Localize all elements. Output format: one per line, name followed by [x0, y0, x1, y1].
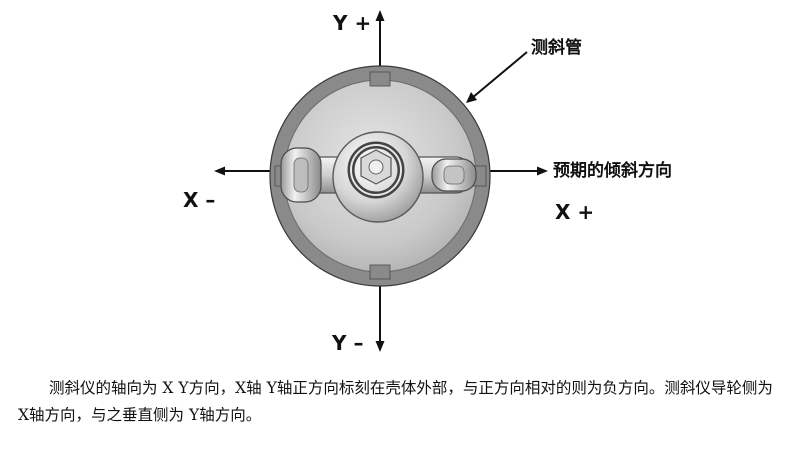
- bottom-guide-groove: [369, 264, 391, 280]
- center-bolt: [368, 159, 384, 175]
- y-minus-label: Y –: [332, 331, 364, 355]
- probe-assembly: [280, 131, 477, 223]
- tube-label: 测斜管: [531, 38, 582, 58]
- caption: 测斜仪的轴向为 X Y方向，X轴 Y轴正方向标刻在壳体外部，与正方向相对的则为负…: [18, 375, 776, 429]
- x-plus-label: X +: [555, 200, 595, 224]
- tube-leader: [466, 51, 528, 103]
- y-plus-arrowhead: [375, 10, 385, 21]
- tube-leader-arrowhead: [466, 92, 477, 103]
- left-wheel-hub: [293, 157, 309, 193]
- x-minus-label: X –: [183, 188, 216, 212]
- x-minus-arrowhead: [214, 166, 225, 176]
- caption-text: 测斜仪的轴向为 X Y方向，X轴 Y轴正方向标刻在壳体外部，与正方向相对的则为负…: [18, 379, 773, 424]
- axis-lines: [214, 10, 548, 352]
- y-minus-arrowhead: [375, 341, 385, 352]
- y-plus-label: Y +: [333, 11, 372, 35]
- tube-leader-line: [471, 51, 528, 99]
- expected-direction-label: 预期的倾斜方向: [553, 161, 672, 181]
- x-plus-arrowhead: [537, 166, 548, 176]
- top-guide-groove: [369, 71, 391, 87]
- center-ring-highlight: [350, 144, 402, 196]
- right-wheel-hub: [443, 165, 465, 185]
